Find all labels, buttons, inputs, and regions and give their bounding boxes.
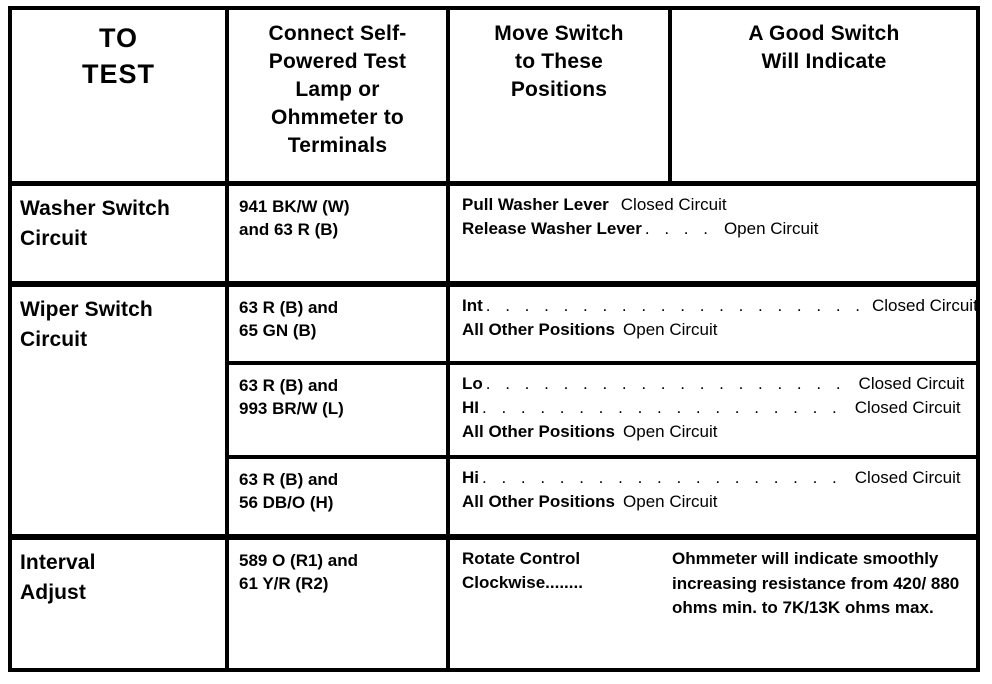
condition-line: All Other Positions Open Circuit bbox=[462, 318, 976, 342]
condition-label: All Other Positions bbox=[462, 421, 616, 441]
row-wiper-c-conditions-cell: Hi . . . . . . . . . . . . . . . . . . .… bbox=[450, 459, 976, 534]
condition-line: Hi . . . . . . . . . . . . . . . . . . .… bbox=[462, 466, 976, 490]
condition-label: Pull Washer Lever bbox=[462, 195, 609, 214]
condition-line: Lo . . . . . . . . . . . . . . . . . . .… bbox=[462, 372, 976, 396]
row-separator-washer bbox=[12, 281, 976, 287]
condition-label: HI bbox=[462, 397, 479, 417]
condition-leader: . . . . . . . . . . . . . . . . . . . bbox=[482, 397, 842, 417]
condition-label: All Other Positions bbox=[462, 319, 616, 339]
condition-line: Release Washer Lever . . . . Open Circui… bbox=[462, 217, 976, 241]
condition-line: Pull Washer Lever Closed Circuit bbox=[462, 193, 976, 217]
row-washer-conditions-cell: Pull Washer Lever Closed Circuit Release… bbox=[450, 186, 976, 281]
row-washer-terminals-cell: 941 BK/W (W)and 63 R (B) bbox=[229, 186, 446, 281]
row-wiper-c-conditions-list: Hi . . . . . . . . . . . . . . . . . . .… bbox=[450, 459, 976, 514]
condition-leader: . . . . . . . . . . . . . . . . . . . bbox=[482, 468, 842, 487]
condition-line: Int . . . . . . . . . . . . . . . . . . … bbox=[462, 294, 976, 318]
condition-line: All Other Positions Open Circuit bbox=[462, 490, 976, 514]
header-divider-2 bbox=[446, 10, 450, 182]
header-divider-1 bbox=[225, 10, 229, 182]
condition-line: HI . . . . . . . . . . . . . . . . . . .… bbox=[462, 396, 976, 420]
condition-result: Closed Circuit bbox=[620, 195, 727, 214]
condition-result: Closed Circuit bbox=[858, 374, 965, 393]
condition-result: Open Circuit bbox=[623, 421, 718, 441]
row-washer-conditions-list: Pull Washer Lever Closed Circuit Release… bbox=[450, 186, 976, 241]
condition-result: Closed Circuit bbox=[854, 468, 961, 487]
condition-label: Release Washer Lever bbox=[462, 218, 642, 238]
row-wiper-b-conditions-cell: Lo . . . . . . . . . . . . . . . . . . .… bbox=[450, 365, 976, 455]
condition-leader: . . . . bbox=[644, 218, 713, 238]
row-wiper-a-conditions-list: Int . . . . . . . . . . . . . . . . . . … bbox=[450, 287, 976, 342]
row-washer-terminals-label: 941 BK/W (W)and 63 R (B) bbox=[239, 197, 350, 240]
row-separator-wiper bbox=[12, 534, 976, 540]
condition-result: Open Circuit bbox=[723, 218, 819, 238]
body-divider-col1 bbox=[225, 186, 229, 668]
subrow-separator-wiper-a bbox=[225, 361, 976, 365]
body-divider-col2 bbox=[446, 186, 450, 668]
condition-result: Open Circuit bbox=[623, 319, 718, 339]
row-wiper-b-conditions-list: Lo . . . . . . . . . . . . . . . . . . .… bbox=[450, 365, 976, 443]
condition-label: Int bbox=[462, 296, 483, 315]
condition-line: All Other Positions Open Circuit bbox=[462, 420, 976, 444]
condition-leader: . . . . . . . . . . . . . . . . . . . . bbox=[485, 296, 865, 315]
subrow-separator-wiper-b bbox=[225, 455, 976, 459]
condition-label: All Other Positions bbox=[462, 491, 616, 511]
condition-result: Closed Circuit bbox=[871, 296, 976, 315]
condition-result: Closed Circuit bbox=[854, 397, 961, 417]
header-divider-3 bbox=[668, 10, 672, 182]
row-wiper-a-conditions-cell: Int . . . . . . . . . . . . . . . . . . … bbox=[450, 287, 976, 361]
row-interval-indication-label: Ohmmeter will indicate smoothly increasi… bbox=[672, 549, 960, 618]
condition-label: Lo bbox=[462, 374, 483, 393]
condition-result: Open Circuit bbox=[623, 491, 718, 511]
condition-label: Hi bbox=[462, 468, 479, 487]
condition-leader: . . . . . . . . . . . . . . . . . . . bbox=[485, 374, 846, 393]
